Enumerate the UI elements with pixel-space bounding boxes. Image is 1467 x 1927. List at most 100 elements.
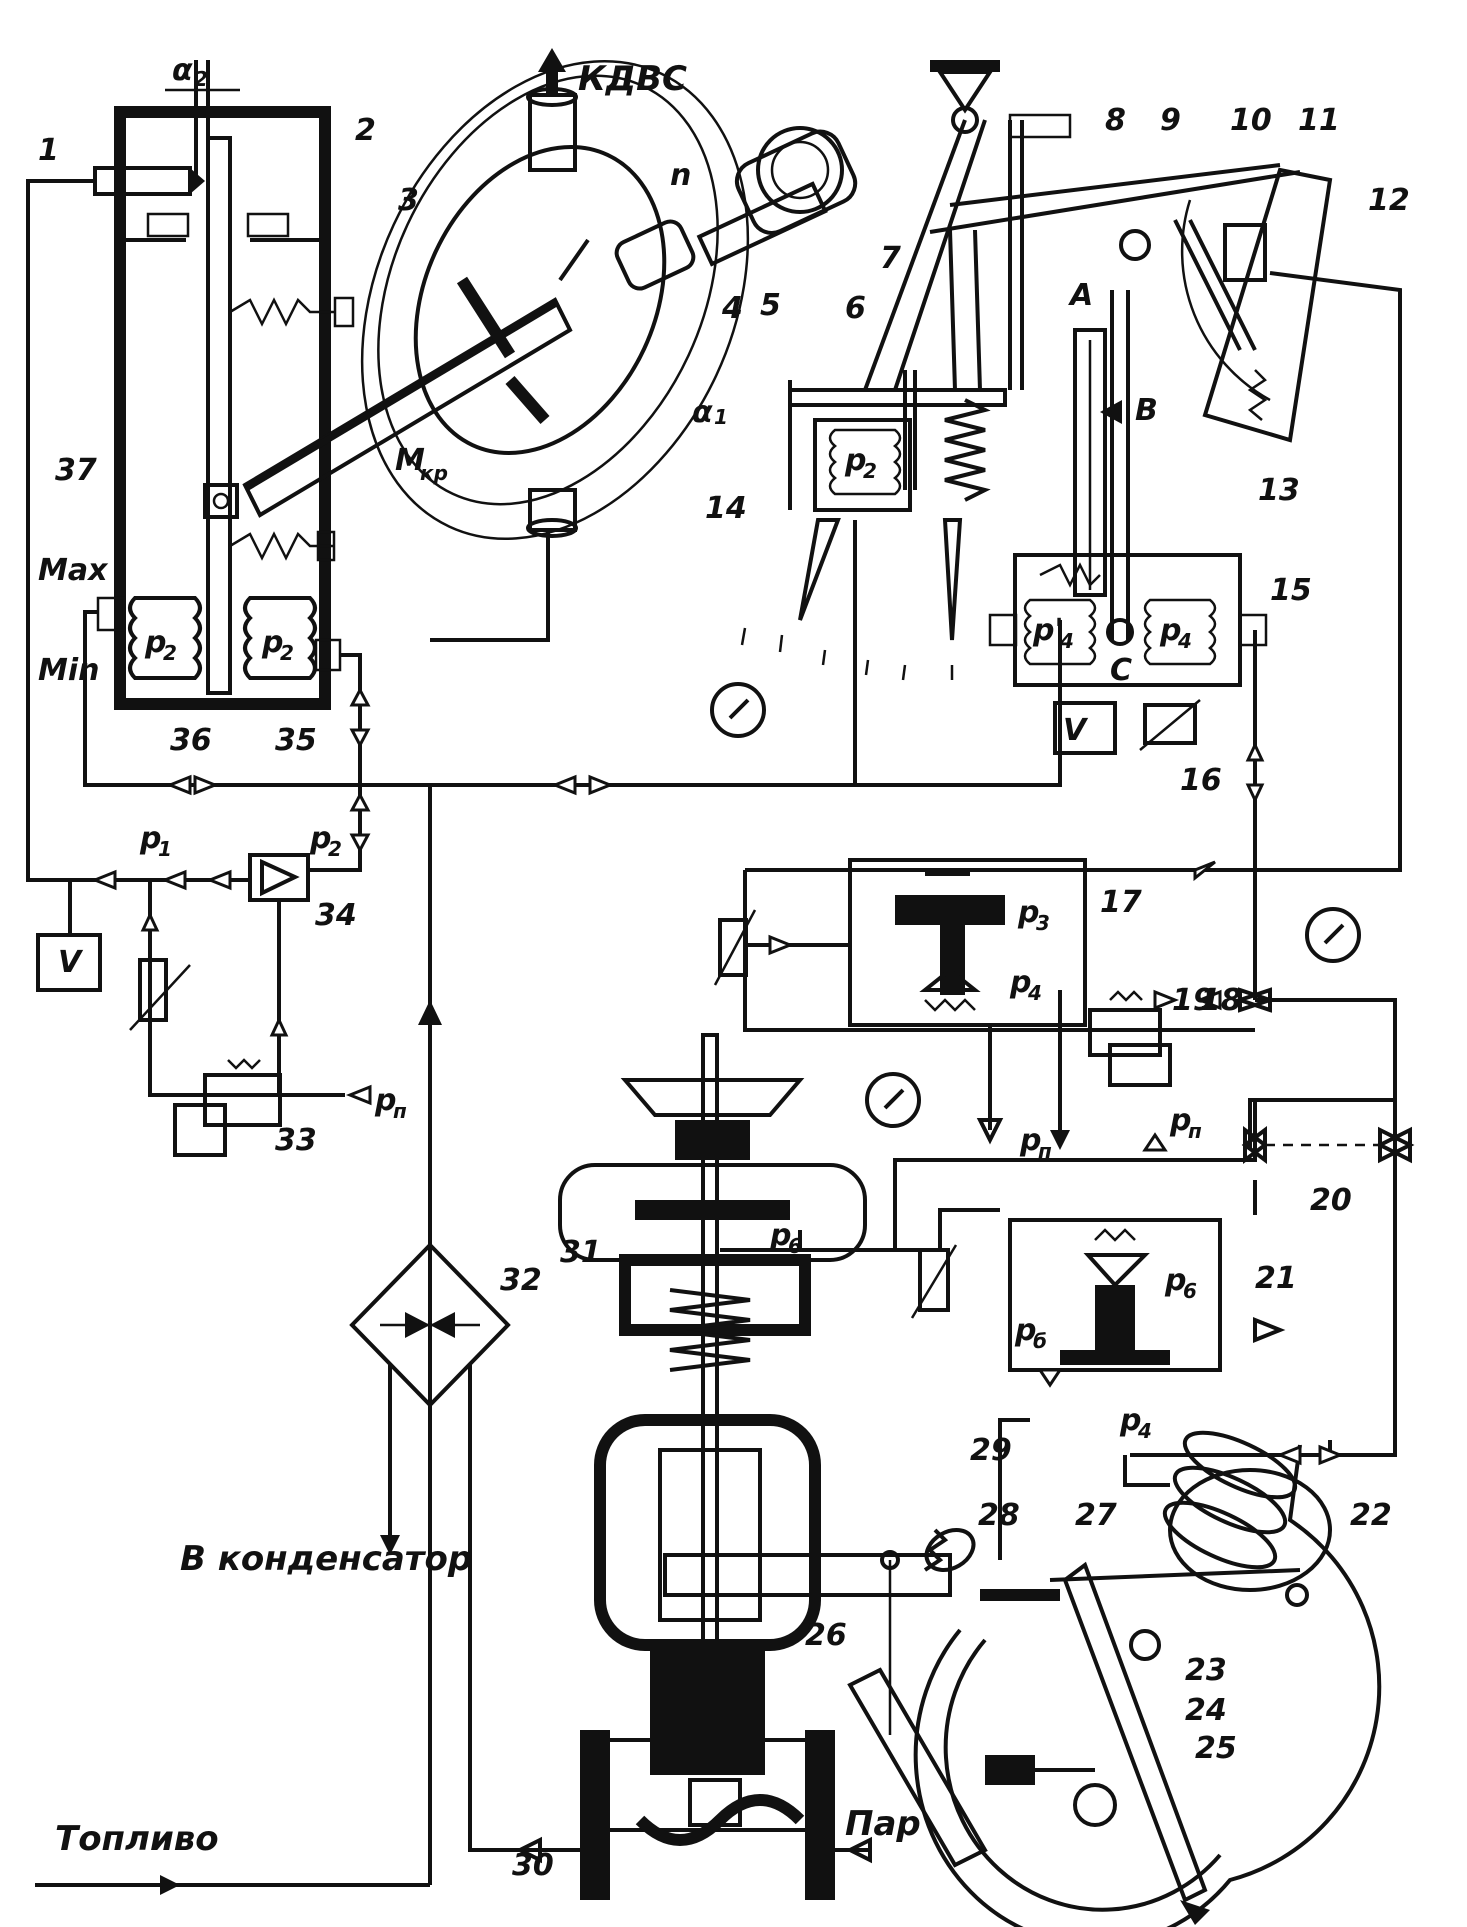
- label-p4-bottom: p: [1119, 1403, 1141, 1438]
- callout-31: 31: [560, 1235, 602, 1270]
- callout-35: 35: [275, 723, 317, 758]
- callout-26: 26: [805, 1618, 847, 1653]
- callout-1: 1: [38, 133, 59, 168]
- label-pn-relay17: p: [1019, 1123, 1041, 1158]
- label-p2-bellows14: p: [844, 443, 866, 478]
- label-p4-bellows15: p: [1159, 613, 1181, 648]
- callout-3: 3: [398, 183, 419, 218]
- label-steam: Пар: [845, 1804, 921, 1844]
- label-subscript: 2: [863, 459, 877, 483]
- callout-34: 34: [315, 898, 357, 933]
- label-subscript: 3: [1036, 911, 1050, 935]
- callout-17: 17: [1100, 885, 1142, 920]
- bottom-mechanism: [847, 1430, 1382, 1927]
- label-subscript: п: [1038, 1139, 1052, 1163]
- callout-37: 37: [55, 453, 97, 488]
- callout-13: 13: [1258, 473, 1300, 508]
- label-a: A: [1068, 278, 1093, 313]
- label-v-right: V: [1063, 713, 1089, 748]
- relay-21: [910, 1218, 1286, 1372]
- label-alpha2-sub: 2: [194, 67, 208, 91]
- label-subscript: 2: [280, 641, 294, 665]
- callout-11: 11: [1298, 103, 1340, 138]
- label-p2-line: p: [309, 821, 331, 856]
- label-n: n: [670, 158, 691, 193]
- labels: КДВС α 2 α 1 M кр n Max Min p 2 p 2 p 2 …: [38, 53, 1410, 1883]
- label-subscript: 6: [1183, 1279, 1197, 1303]
- label-p1: p: [139, 821, 161, 856]
- callout-19: 19: [1172, 983, 1214, 1018]
- callout-24: 24: [1185, 1693, 1227, 1728]
- volume-box-right: [1053, 701, 1117, 755]
- label-mkr: M: [395, 443, 425, 478]
- callout-23: 23: [1185, 1653, 1227, 1688]
- callout-18: 18: [1200, 983, 1242, 1018]
- callout-27: 27: [1075, 1498, 1117, 1533]
- valve-19: [1088, 990, 1172, 1087]
- label-p4-relay17: p: [1009, 965, 1031, 1000]
- callout-16: 16: [1180, 763, 1222, 798]
- relay-17: [713, 858, 1087, 1145]
- callout-20: 20: [1310, 1183, 1352, 1218]
- callout-21: 21: [1255, 1261, 1297, 1296]
- callout-7: 7: [880, 241, 901, 276]
- callout-9: 9: [1160, 103, 1181, 138]
- pipework: [26, 179, 1402, 1895]
- centrifugal-governor: [242, 48, 858, 540]
- label-p2-bellows35: p: [261, 625, 283, 660]
- actuator-valve: [515, 1033, 952, 1900]
- label-kdvs: КДВС: [578, 59, 687, 99]
- callout-28: 28: [978, 1498, 1020, 1533]
- label-pn-relay21: p: [1169, 1103, 1191, 1138]
- callout-29: 29: [970, 1433, 1012, 1468]
- label-subscript: 4: [1177, 629, 1192, 653]
- label-b: B: [1135, 393, 1158, 428]
- callout-5: 5: [760, 288, 781, 323]
- label-min: Min: [38, 653, 100, 688]
- callout-8: 8: [1105, 103, 1126, 138]
- label-p4prime: p': [1032, 613, 1064, 648]
- callout-32: 32: [500, 1263, 542, 1298]
- label-pn-left: p: [374, 1083, 396, 1118]
- label-subscript: б: [1033, 1329, 1047, 1353]
- callout-2: 2: [355, 113, 376, 148]
- label-c: C: [1110, 653, 1132, 688]
- label-subscript: 2: [328, 837, 342, 861]
- label-subscript: 2: [163, 641, 177, 665]
- label-subscript: 1: [158, 837, 172, 861]
- callout-36: 36: [170, 723, 212, 758]
- label-pi: p: [1014, 1313, 1036, 1348]
- callout-10: 10: [1230, 103, 1272, 138]
- callout-25: 25: [1195, 1731, 1237, 1766]
- flow-arrows: [90, 686, 1345, 1466]
- label-alpha1: α: [692, 395, 713, 430]
- label-fuel: Топливо: [55, 1819, 219, 1859]
- label-subscript: 6: [788, 1234, 802, 1258]
- label-subscript: п: [393, 1099, 407, 1123]
- callout-14: 14: [705, 491, 747, 526]
- label-p3: p: [1017, 895, 1039, 930]
- valves-18-20: [1233, 987, 1415, 1164]
- callout-4: 4: [721, 291, 743, 326]
- lever-mechanism: [740, 60, 1333, 687]
- label-p2-bellows36: p: [144, 625, 166, 660]
- label-p6-relay21: p: [1164, 1263, 1186, 1298]
- label-subscript: 4: [1059, 629, 1074, 653]
- label-alpha1-sub: 1: [714, 405, 728, 429]
- callout-30: 30: [512, 1848, 554, 1883]
- regulator-housing: [93, 60, 355, 710]
- label-subscript: 4: [1137, 1419, 1152, 1443]
- label-p6-actuator: p: [769, 1218, 791, 1253]
- throttle-16: [1139, 699, 1201, 751]
- pressure-gauges: [710, 682, 1361, 1128]
- label-subscript: п: [1188, 1119, 1202, 1143]
- label-v-left: V: [58, 945, 84, 980]
- label-condenser: В конденсатор: [180, 1539, 472, 1579]
- label-max: Max: [38, 553, 109, 588]
- callout-6: 6: [845, 291, 866, 326]
- label-mkr-sub: кр: [420, 461, 448, 485]
- callout-22: 22: [1350, 1498, 1392, 1533]
- label-alpha2: α: [172, 53, 193, 88]
- callout-15: 15: [1270, 573, 1312, 608]
